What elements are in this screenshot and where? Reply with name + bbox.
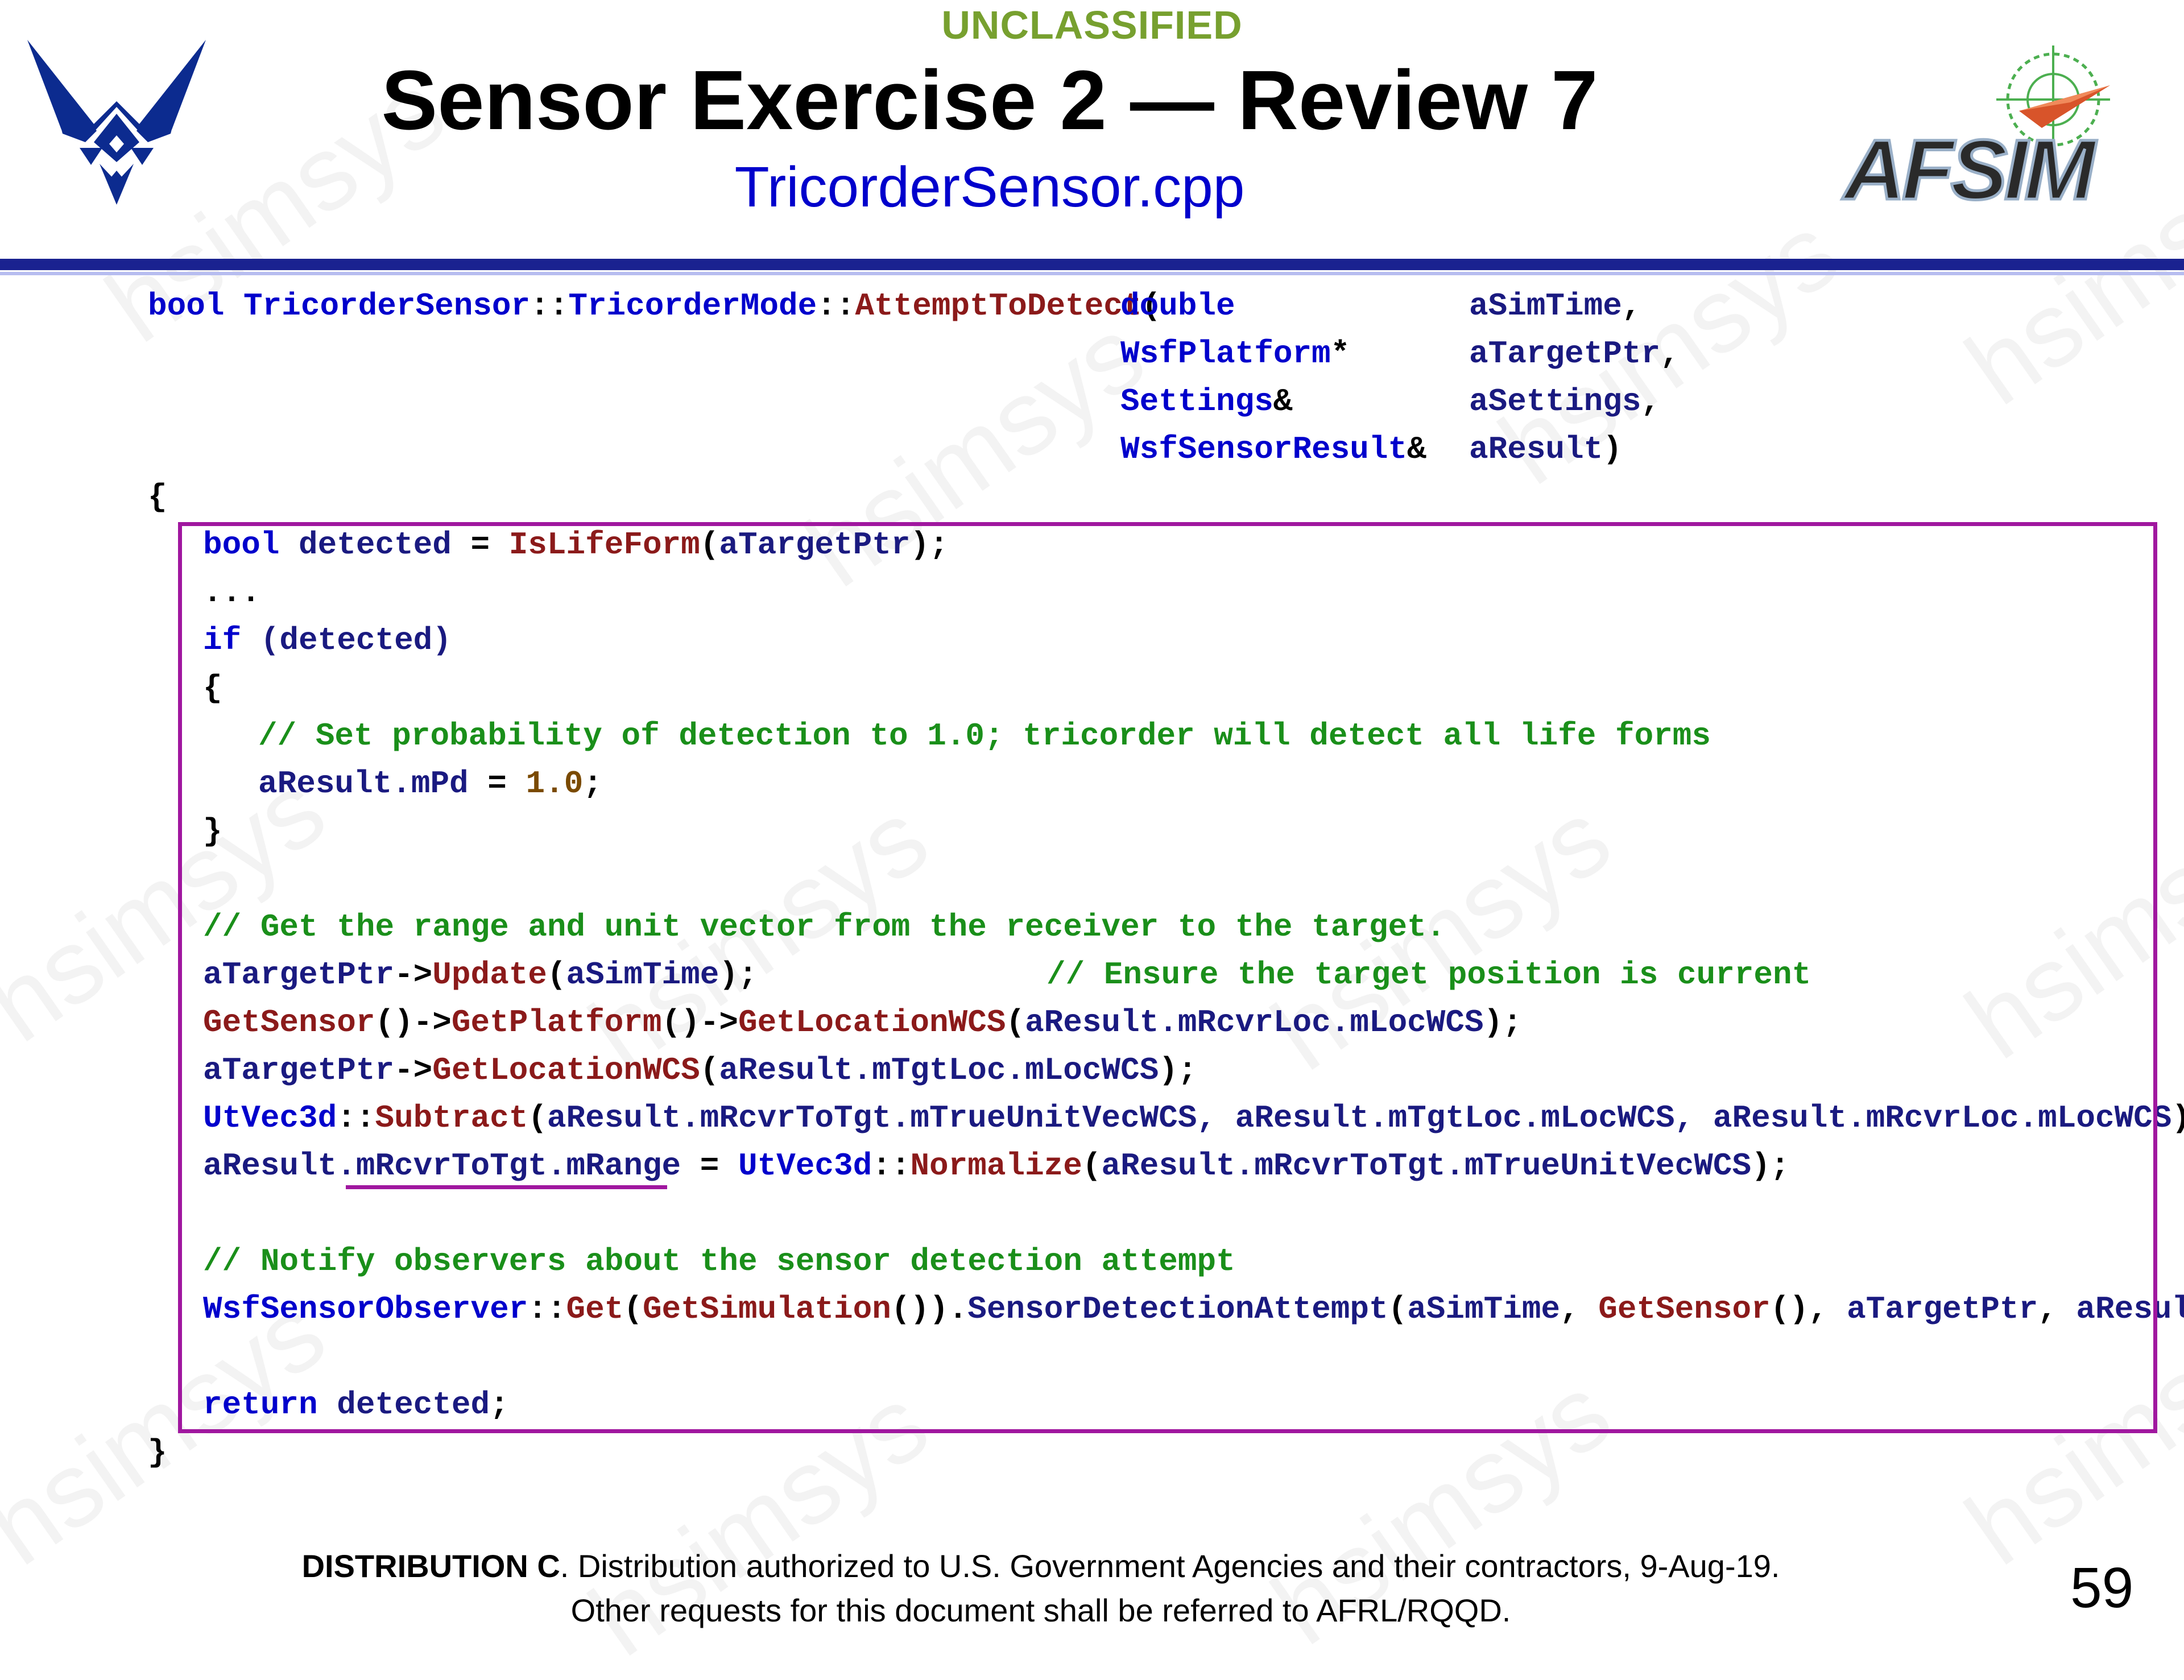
code-line-11: aTargetPtr->GetLocationWCS(aResult.mTgtL… bbox=[203, 1052, 1197, 1089]
code-comment: // Get the range and unit vector from th… bbox=[203, 909, 1446, 945]
highlighted-member: mRcvrToTgt.mRange bbox=[355, 1148, 681, 1184]
param-type: double bbox=[1120, 288, 1235, 324]
distribution-statement: DISTRIBUTION C. Distribution authorized … bbox=[0, 1544, 2082, 1633]
class-name: TricorderSensor bbox=[243, 288, 531, 324]
code-line-12: UtVec3d::Subtract(aResult.mRcvrToTgt.mTr… bbox=[203, 1100, 2184, 1136]
page-number: 59 bbox=[2070, 1556, 2134, 1620]
highlight-box bbox=[178, 522, 2157, 1433]
code-line-2: ... bbox=[203, 574, 260, 611]
code-comment: // Ensure the target position is current bbox=[1046, 957, 1811, 993]
close-brace: } bbox=[148, 1434, 167, 1471]
page-title: Sensor Exercise 2 — Review 7 bbox=[381, 53, 1598, 147]
param-name: aSimTime, bbox=[1469, 288, 1641, 324]
highlight-underline bbox=[346, 1185, 667, 1189]
code-line-3: if (detected) bbox=[203, 622, 452, 659]
distribution-label: DISTRIBUTION C bbox=[301, 1548, 560, 1584]
keyword: bool bbox=[148, 288, 225, 324]
code-line-15: WsfSensorObserver::Get(GetSimulation()).… bbox=[203, 1291, 2184, 1327]
param-name: aSettings, bbox=[1469, 383, 1661, 420]
afsim-logo-text: AFSIM bbox=[1842, 122, 2098, 216]
code-line-signature: bool TricorderSensor::TricorderMode::Att… bbox=[148, 282, 1161, 330]
function-name: AttemptToDetect bbox=[855, 288, 1142, 324]
code-line-4: { bbox=[203, 670, 222, 706]
code-comment: // Set probability of detection to 1.0; … bbox=[258, 718, 1711, 754]
param-type: Settings& bbox=[1120, 383, 1293, 420]
distribution-line-1: DISTRIBUTION C. Distribution authorized … bbox=[0, 1544, 2082, 1588]
class-name: TricorderMode bbox=[568, 288, 817, 324]
header-rule bbox=[0, 259, 2184, 270]
scope-operator: :: bbox=[530, 288, 569, 324]
code-line-16: return detected; bbox=[203, 1387, 509, 1423]
code-comment: // Notify observers about the sensor det… bbox=[203, 1243, 1235, 1280]
param-name: aResult) bbox=[1469, 431, 1622, 467]
code-line-10: GetSensor()->GetPlatform()->GetLocationW… bbox=[203, 1004, 1522, 1041]
paren: ( bbox=[1141, 288, 1161, 324]
param-type: WsfPlatform* bbox=[1120, 336, 1350, 372]
code-line-9: aTargetPtr->Update(aSimTime); bbox=[203, 957, 758, 993]
param-name: aTargetPtr, bbox=[1469, 336, 1680, 372]
file-subtitle: TricorderSensor.cpp bbox=[734, 155, 1245, 219]
distribution-line-2: Other requests for this document shall b… bbox=[570, 1592, 1511, 1628]
scope-operator: :: bbox=[817, 288, 855, 324]
distribution-text: . Distribution authorized to U.S. Govern… bbox=[560, 1548, 1780, 1584]
afsim-logo: AFSIM bbox=[1840, 45, 2110, 216]
code-line-13: aResult.mRcvrToTgt.mRange = UtVec3d::Nor… bbox=[203, 1148, 1790, 1184]
classification-banner: UNCLASSIFIED bbox=[941, 3, 1243, 47]
header-rule-accent bbox=[0, 272, 2184, 275]
air-force-logo bbox=[27, 40, 206, 205]
open-brace: { bbox=[148, 479, 167, 515]
code-line-7: } bbox=[203, 813, 222, 850]
code-line-6: aResult.mPd = 1.0; bbox=[258, 765, 602, 802]
param-type: WsfSensorResult& bbox=[1120, 431, 1426, 467]
code-line-1: bool detected = IsLifeForm(aTargetPtr); bbox=[203, 527, 949, 563]
